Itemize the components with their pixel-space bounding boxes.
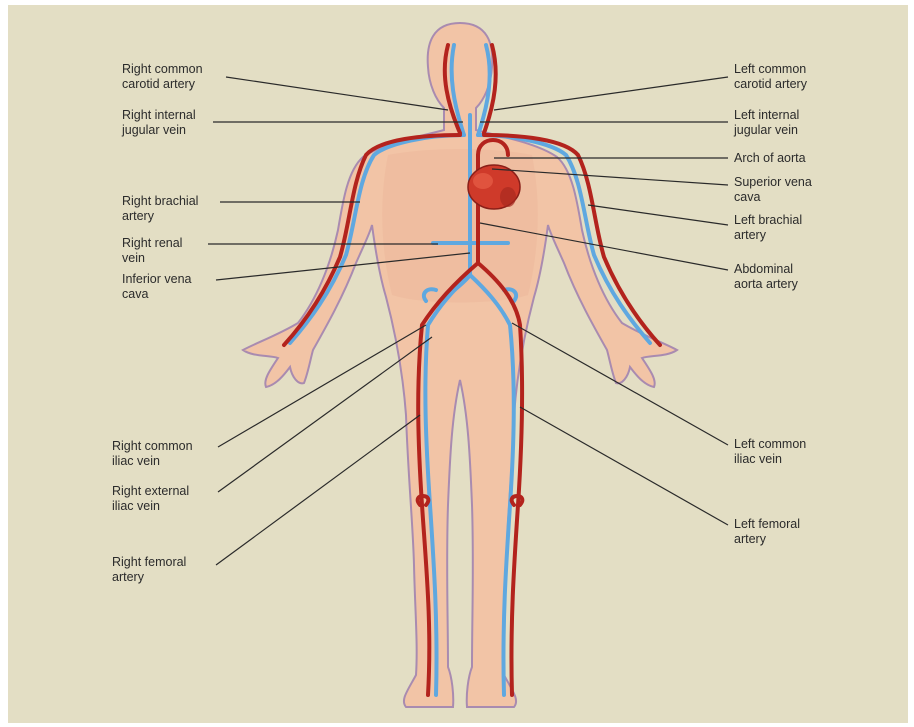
label-abdominal-aorta-artery: Abdominal aorta artery [734,262,798,292]
label-arch-of-aorta: Arch of aorta [734,151,806,166]
line-left-brachial-artery [588,205,728,225]
line-right-common-iliac-vein [218,325,426,447]
line-right-femoral-artery [216,415,420,565]
label-right-internal-jugular-vein: Right internal jugular vein [122,108,196,138]
line-left-common-carotid-artery [494,77,728,110]
line-right-external-iliac-vein [218,337,432,492]
label-left-internal-jugular-vein: Left internal jugular vein [734,108,799,138]
label-superior-vena-cava: Superior vena cava [734,175,812,205]
label-right-external-iliac-vein: Right external iliac vein [112,484,189,514]
label-inferior-vena-cava: Inferior vena cava [122,272,191,302]
label-right-brachial-artery: Right brachial artery [122,194,198,224]
label-left-common-iliac-vein: Left common iliac vein [734,437,806,467]
diagram-panel: Right common carotid artery Right intern… [8,5,908,723]
label-right-common-carotid-artery: Right common carotid artery [122,62,203,92]
line-left-femoral-artery [520,407,728,525]
label-right-common-iliac-vein: Right common iliac vein [112,439,193,469]
label-right-femoral-artery: Right femoral artery [112,555,186,585]
label-right-renal-vein: Right renal vein [122,236,182,266]
label-left-femoral-artery: Left femoral artery [734,517,800,547]
label-left-common-carotid-artery: Left common carotid artery [734,62,807,92]
heart [468,165,520,209]
label-left-brachial-artery: Left brachial artery [734,213,802,243]
line-right-common-carotid-artery [226,77,448,110]
